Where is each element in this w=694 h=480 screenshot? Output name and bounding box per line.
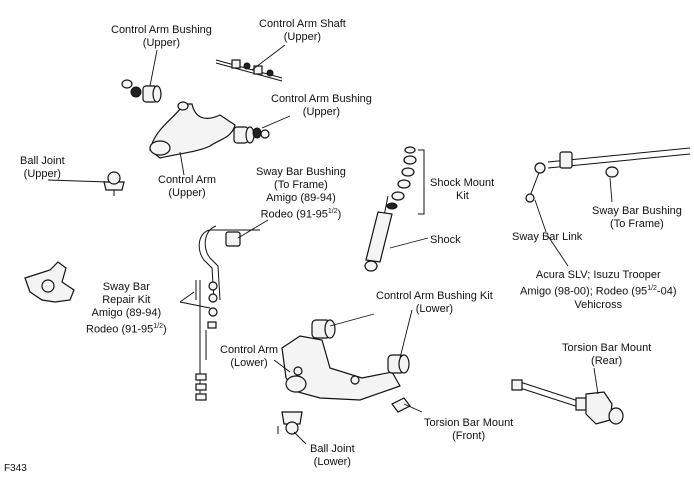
label-control-arm-upper: Control Arm(Upper) <box>158 174 217 199</box>
lower-control-arm <box>281 335 401 401</box>
label-torsion-bar-mount-front: Torsion Bar Mount(Front) <box>424 417 514 442</box>
label-control-arm-shaft-upper: Control Arm Shaft(Upper) <box>259 18 346 43</box>
label-torsion-bar-mount-rear: Torsion Bar Mount(Rear) <box>562 342 652 367</box>
label-ball-joint-lower: Ball Joint(Lower) <box>310 443 355 468</box>
ball-joint-lower <box>277 411 303 435</box>
label-control-arm-bushing-kit-lower: Control Arm Bushing Kit(Lower) <box>376 290 493 315</box>
upper-bushing-set-right <box>233 126 270 144</box>
sway-bar-repair-kit-parts <box>195 280 218 401</box>
upper-control-arm-shaft <box>215 59 283 82</box>
torsion-bar-rear <box>511 379 624 425</box>
sway-bar-front <box>198 225 260 301</box>
label-control-arm-lower: Control Arm(Lower) <box>220 344 279 369</box>
leader-lines <box>47 44 613 445</box>
label-control-arm-bushing-upper-right: Control Arm Bushing(Upper) <box>271 93 372 118</box>
label-shock: Shock <box>430 234 461 246</box>
label-control-arm-bushing-upper: Control Arm Bushing(Upper) <box>111 24 212 49</box>
lower-bushing-kit-parts <box>311 319 410 374</box>
label-sway-bar-link: Sway Bar Link <box>512 231 583 243</box>
figure-code: F343 <box>4 463 27 474</box>
steering-knuckle <box>24 261 75 303</box>
label-sway-bar-bushing-to-frame-rear: Sway Bar Bushing(To Frame) <box>592 205 682 230</box>
label-sway-bar-repair-kit: Sway Bar Repair Kit Amigo (89-94) Rodeo … <box>86 281 167 336</box>
ball-joint-upper <box>103 171 125 196</box>
upper-control-arm <box>149 101 236 159</box>
sway-bar-rear <box>525 147 691 203</box>
label-sway-bar-bushing-to-frame: Sway Bar Bushing (To Frame) Amigo (89-94… <box>256 166 346 221</box>
torsion-bar-mount-front-part <box>391 397 411 413</box>
label-ball-joint-upper: Ball Joint(Upper) <box>20 155 65 180</box>
upper-bushing-set-left <box>121 79 162 103</box>
label-vehicle-applications: Acura SLV; Isuzu Trooper Amigo (98-00); … <box>520 269 677 311</box>
shock-mount-kit-parts <box>386 146 425 215</box>
shock-absorber <box>364 195 393 272</box>
